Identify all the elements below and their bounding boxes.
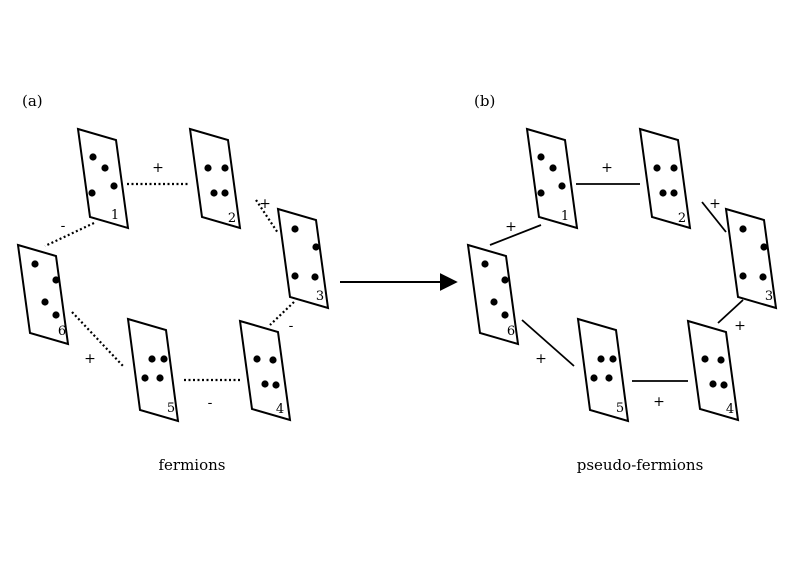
plate-number: 1	[111, 208, 119, 223]
panel-a: (a) fermions + + - - + - 1	[16, 92, 330, 474]
sign-5-6: +	[84, 351, 96, 367]
plate-number: 1	[561, 209, 569, 224]
plate-number: 6	[507, 324, 515, 339]
sign-1-2: +	[601, 160, 613, 176]
bond-6-1	[44, 222, 95, 247]
sign-4-5: -	[208, 395, 213, 411]
sign-3-4: +	[734, 318, 746, 334]
plate-1: 1	[525, 127, 579, 230]
panel-label-b: (b)	[474, 92, 495, 110]
plate-2: 2	[188, 127, 242, 230]
sign-4-5: +	[653, 394, 665, 410]
panel-label-a: (a)	[22, 92, 43, 110]
plate-2: 2	[638, 127, 692, 230]
bond-5-6	[71, 311, 124, 367]
sign-2-3: +	[709, 196, 721, 212]
plate-3: 3	[724, 207, 778, 310]
plate-4: 4	[238, 319, 292, 422]
sign-3-4: -	[289, 318, 294, 334]
plate-number: 3	[316, 289, 324, 304]
bond-3-4	[269, 301, 295, 326]
caption-fermions: fermions	[158, 456, 225, 474]
plate-5: 5	[126, 317, 180, 423]
bond-2-3	[701, 201, 727, 233]
sign-2-3: +	[259, 196, 271, 212]
bond-5-6	[521, 319, 575, 367]
sign-1-2: +	[152, 160, 164, 176]
plate-6: 6	[466, 243, 520, 346]
plate-1: 1	[76, 127, 130, 230]
plate-number: 6	[58, 324, 66, 339]
plate-number: 4	[276, 402, 284, 417]
sign-5-6: +	[535, 351, 547, 367]
plate-number: 5	[167, 401, 175, 416]
panel-b: (b) pseudo-fermions + + + + + + 1	[466, 92, 778, 474]
sign-6-1: -	[61, 218, 66, 234]
plate-number: 5	[616, 401, 624, 416]
plate-number: 2	[678, 211, 686, 226]
sign-6-1: +	[505, 219, 517, 235]
plate-6: 6	[16, 243, 70, 346]
plate-4: 4	[686, 319, 740, 422]
plate-number: 2	[228, 211, 236, 226]
bond-2-3	[255, 199, 279, 234]
plate-3: 3	[276, 207, 330, 310]
bond-3-4	[717, 299, 744, 324]
plate-number: 4	[726, 402, 734, 417]
plate-number: 3	[765, 289, 773, 304]
bond-6-1	[489, 224, 542, 246]
plate-5: 5	[576, 317, 630, 423]
caption-pseudo-fermions: pseudo-fermions	[577, 456, 704, 474]
